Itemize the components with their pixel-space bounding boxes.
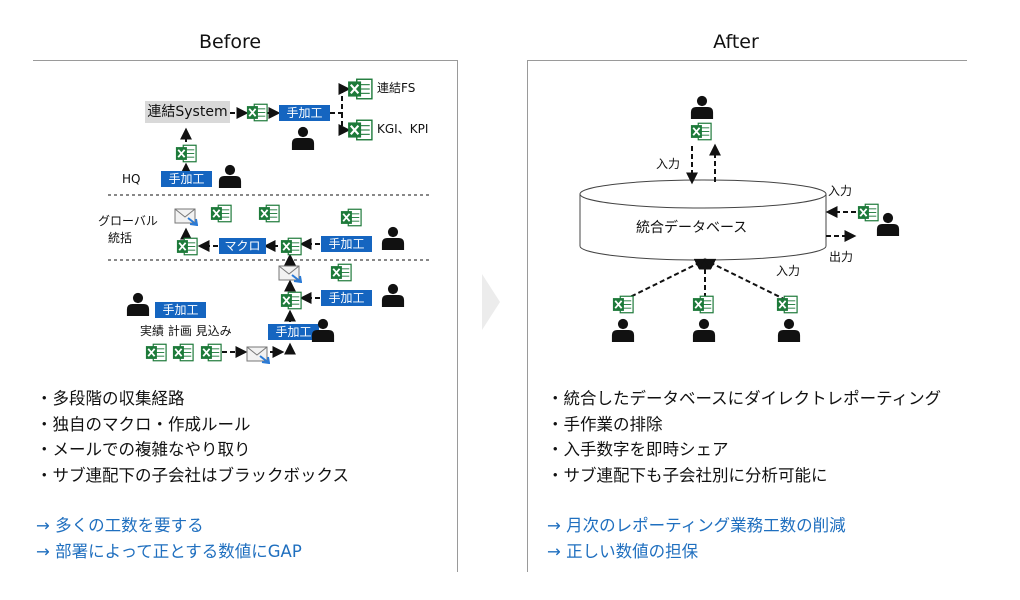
conclusion-item: → 多くの工数を要する [36,516,204,535]
excel-icon [692,294,714,315]
excel-icon [280,290,302,311]
excel-icon [145,342,167,363]
excel-icon [340,207,362,228]
person-icon [291,126,315,150]
before-conclusions: → 多くの工数を要する → 部署によって正とする数値にGAP [36,513,302,564]
excel-icon [176,236,198,257]
before-heading: Before [198,31,262,53]
bullet-item: ・サブ連配下も子会社別に分析可能に [547,465,828,485]
excel-icon [258,203,280,224]
after-diagram-connectors [623,143,857,301]
manual-process-box: 手加工 [321,290,372,306]
input-label: 入力 [776,264,801,278]
global-label: 統括 [108,231,133,245]
excel-icon [246,102,268,123]
output-label: 出力 [829,250,854,264]
person-icon [381,283,405,307]
manual-process-box: 手加工 [279,105,330,121]
hq-label: HQ [122,172,141,186]
person-icon [876,212,900,236]
excel-icon [175,143,197,164]
excel-icon [200,342,222,363]
after-heading: After [713,31,759,53]
person-icon [126,292,150,316]
subsidiary-types-label: 実績 計画 見込み [140,324,232,338]
excel-icon [776,294,798,315]
input-label: 入力 [656,157,681,171]
person-icon [690,95,714,119]
conclusion-item: → 正しい数値の担保 [547,541,699,561]
excel-icon [210,203,232,224]
bullet-item: ・独自のマクロ・作成ルール [36,414,251,434]
conclusion-item: → 部署によって正とする数値にGAP [36,541,302,561]
global-label: グローバル [98,214,158,228]
before-top-divider [33,60,458,61]
person-icon [777,318,801,342]
database-cylinder [579,179,827,261]
before-diagram-connectors [108,83,430,358]
person-icon [311,318,335,342]
before-bullet-list: ・多段階の収集経路 ・独自のマクロ・作成ルール ・メールでの複雑なやり取り ・サ… [36,386,349,488]
person-icon [611,318,635,342]
conclusion-item: → 月次のレポーティング業務工数の削減 [547,516,846,535]
chevron-right-icon [482,274,500,330]
excel-icon [172,342,194,363]
bullet-item: ・サブ連配下の子会社はブラックボックス [36,465,350,485]
bullet-item: ・統合したデータベースにダイレクトレポーティング [547,389,942,408]
bullet-item: ・多段階の収集経路 [36,389,185,408]
excel-icon [690,121,712,142]
person-icon [381,226,405,250]
mail-icon [246,344,270,364]
manual-process-box: 手加工 [161,171,212,187]
before-right-border [457,60,458,572]
output-kgi-label: KGI、KPI [377,122,429,136]
database-label: 統合データベース [636,220,748,236]
after-bullet-list: ・統合したデータベースにダイレクトレポーティング ・手作業の排除 ・入手数字を即… [547,386,941,488]
output-fs-label: 連結FS [377,81,416,95]
excel-icon [612,294,634,315]
bullet-item: ・入手数字を即時シェア [547,440,729,459]
person-icon [218,164,242,188]
person-icon [692,318,716,342]
excel-icon [280,236,302,257]
input-label: 入力 [828,184,853,198]
after-conclusions: → 月次のレポーティング業務工数の削減 → 正しい数値の担保 [547,513,846,564]
manual-process-box: 手加工 [321,236,372,252]
excel-icon [347,118,373,142]
excel-icon [330,262,352,283]
bullet-item: ・手作業の排除 [547,414,663,434]
manual-process-box: 手加工 [155,302,206,318]
manual-process-box: 手加工 [268,324,319,340]
bullet-item: ・メールでの複雑なやり取り [36,440,251,459]
after-left-border [527,60,528,572]
after-top-divider [527,60,967,61]
macro-box: マクロ [219,238,266,254]
mail-icon [278,263,302,283]
mail-icon [174,206,198,226]
consolidation-system-box: 連結System [145,101,230,123]
excel-icon [347,77,373,101]
